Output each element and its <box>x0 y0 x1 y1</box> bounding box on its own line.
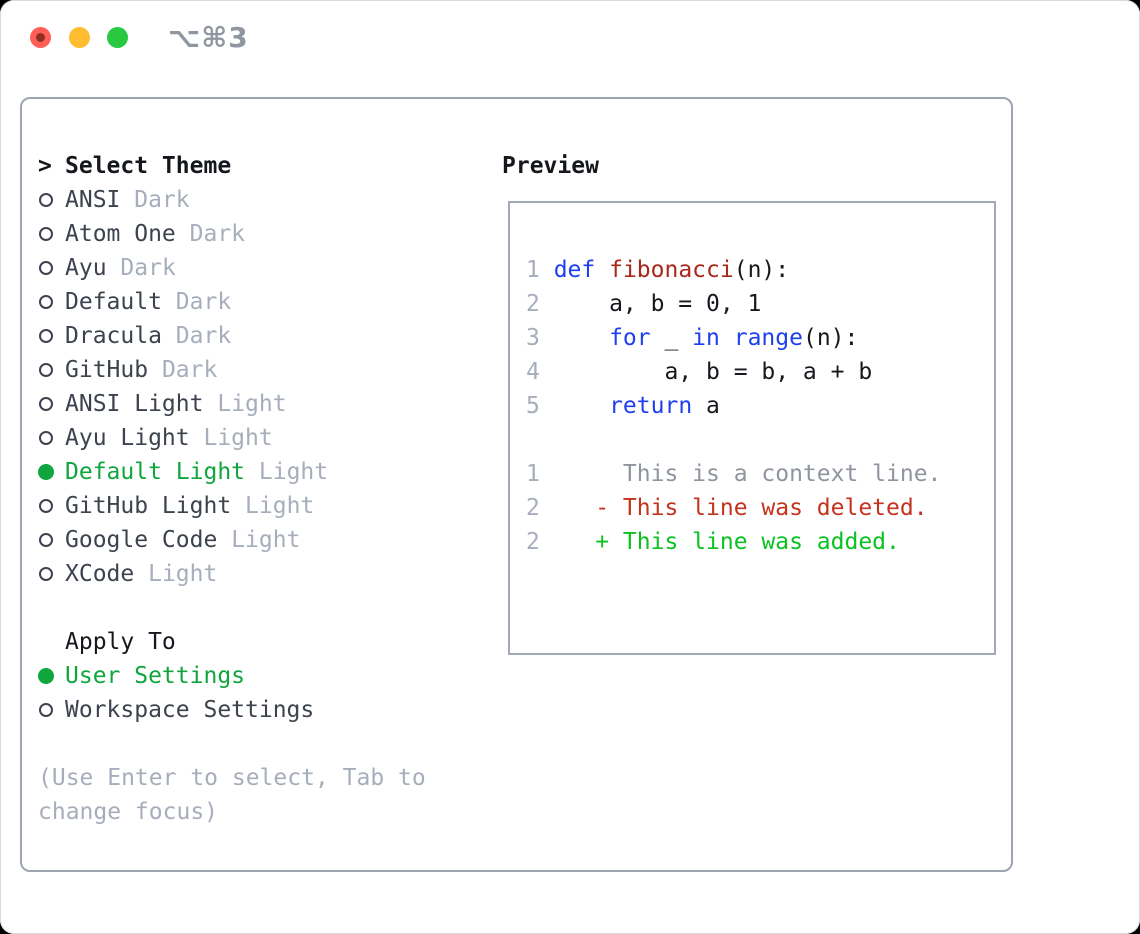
gap <box>526 423 994 457</box>
apply-option[interactable]: User Settings <box>38 659 426 693</box>
window-shortcut-label: ⌥⌘3 <box>168 21 249 54</box>
theme-variant: Light <box>217 391 287 417</box>
theme-name: ANSI <box>65 187 121 213</box>
theme-option[interactable]: Atom One Dark <box>38 217 426 251</box>
line-number: 2 <box>526 291 540 317</box>
theme-option[interactable]: ANSI Dark <box>38 183 426 217</box>
zoom-button[interactable] <box>107 27 128 48</box>
theme-option[interactable]: GitHub Light Light <box>38 489 426 523</box>
theme-option[interactable]: Ayu Dark <box>38 251 426 285</box>
radio-circle-icon <box>39 499 53 513</box>
theme-name: Ayu Light <box>65 425 190 451</box>
radio-circle-icon <box>39 329 53 343</box>
apply-to-options: User Settings Workspace Settings <box>38 659 426 727</box>
theme-option[interactable]: XCode Light <box>38 557 426 591</box>
theme-option[interactable]: Google Code Light <box>38 523 426 557</box>
gap <box>38 727 426 761</box>
preview-title: Preview <box>502 153 599 179</box>
theme-variant: Dark <box>161 357 218 383</box>
radio-circle-icon <box>39 397 53 411</box>
line-number: 1 <box>526 461 540 487</box>
code-line: 2 a, b = 0, 1 <box>526 291 762 317</box>
radio-circle-icon <box>39 703 53 717</box>
theme-name: Atom One <box>65 221 176 247</box>
line-number: 5 <box>526 393 540 419</box>
radio-circle-icon <box>38 464 54 480</box>
code-line: 4 a, b = b, a + b <box>526 359 873 385</box>
select-theme-header: > Select Theme <box>38 149 426 183</box>
theme-option[interactable]: Default Light Light <box>38 455 426 489</box>
radio-circle-icon <box>39 193 53 207</box>
radio-circle-icon <box>39 295 53 309</box>
focus-chevron-icon: > <box>38 153 52 179</box>
minimize-button[interactable] <box>69 27 90 48</box>
theme-list: > Select Theme ANSI Dark Atom One Dark A… <box>38 149 426 829</box>
gap <box>38 591 426 625</box>
theme-variant: Light <box>231 527 301 553</box>
apply-option-label: User Settings <box>65 663 246 689</box>
theme-variant: Dark <box>175 289 232 315</box>
line-number: 1 <box>526 257 540 283</box>
theme-variant: Light <box>245 493 315 519</box>
code-line: 3 for _ in range(n): <box>526 325 859 351</box>
select-theme-title: Select Theme <box>65 153 232 179</box>
apply-option-label: Workspace Settings <box>65 697 315 723</box>
help-text-line: (Use Enter to select, Tab to <box>38 765 426 791</box>
theme-name: GitHub <box>65 357 149 383</box>
apply-option[interactable]: Workspace Settings <box>38 693 426 727</box>
theme-variant: Dark <box>189 221 246 247</box>
theme-option[interactable]: Default Dark <box>38 285 426 319</box>
theme-option[interactable]: Ayu Light Light <box>38 421 426 455</box>
diff-line-context: 1 This is a context line. <box>526 461 942 487</box>
radio-circle-icon <box>39 261 53 275</box>
theme-picker-panel: > Select Theme ANSI Dark Atom One Dark A… <box>20 97 1013 872</box>
theme-name: ANSI Light <box>65 391 204 417</box>
help-text: (Use Enter to select, Tab to change focus… <box>38 761 426 829</box>
close-button[interactable] <box>30 27 51 48</box>
radio-circle-icon <box>38 668 54 684</box>
apply-to-header: Apply To <box>38 625 426 659</box>
theme-name: GitHub Light <box>65 493 232 519</box>
line-number: 3 <box>526 325 540 351</box>
code-line: 5 return a <box>526 393 720 419</box>
radio-circle-icon <box>39 533 53 547</box>
apply-to-title: Apply To <box>65 629 176 655</box>
theme-name: Default <box>65 289 162 315</box>
theme-option[interactable]: ANSI Light Light <box>38 387 426 421</box>
theme-name: Dracula <box>65 323 162 349</box>
theme-name: XCode <box>65 561 135 587</box>
theme-option[interactable]: Dracula Dark <box>38 319 426 353</box>
theme-options: ANSI Dark Atom One Dark Ayu Dark Default… <box>38 183 426 591</box>
line-number: 4 <box>526 359 540 385</box>
diff-preview: 1 This is a context line. 2 - This line w… <box>526 457 994 559</box>
titlebar: ⌥⌘3 <box>0 0 1140 75</box>
theme-variant: Dark <box>175 323 232 349</box>
diff-line-deleted: 2 - This line was deleted. <box>526 495 928 521</box>
theme-name: Google Code <box>65 527 218 553</box>
theme-variant: Light <box>203 425 273 451</box>
theme-variant: Light <box>258 459 329 485</box>
radio-circle-icon <box>39 363 53 377</box>
radio-circle-icon <box>39 227 53 241</box>
theme-name: Default Light <box>65 459 246 485</box>
line-number: 2 <box>526 529 540 555</box>
radio-circle-icon <box>39 567 53 581</box>
line-number: 2 <box>526 495 540 521</box>
radio-circle-icon <box>39 431 53 445</box>
help-text-line: change focus) <box>38 799 219 825</box>
theme-variant: Dark <box>120 255 176 281</box>
theme-variant: Dark <box>134 187 190 213</box>
theme-option[interactable]: GitHub Dark <box>38 353 426 387</box>
diff-line-added: 2 + This line was added. <box>526 529 900 555</box>
theme-name: Ayu <box>65 255 107 281</box>
theme-variant: Light <box>148 561 218 587</box>
